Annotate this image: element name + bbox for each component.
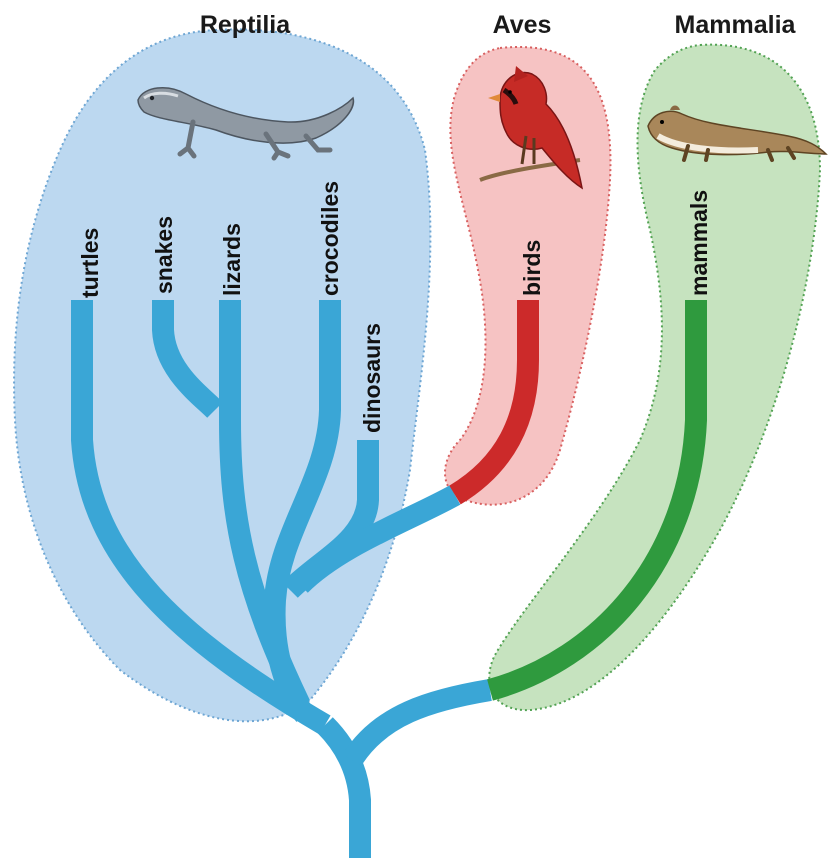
- reptilia-title: Reptilia: [200, 11, 291, 39]
- taxon-label-lizards: lizards: [219, 223, 245, 296]
- taxon-label-birds: birds: [519, 240, 545, 296]
- mammalia-title: Mammalia: [675, 11, 797, 39]
- taxon-label-crocodiles: crocodiles: [317, 181, 343, 296]
- mammal-stem-branch: [352, 690, 490, 760]
- taxon-label-dinosaurs: dinosaurs: [359, 323, 385, 433]
- aves-title: Aves: [493, 11, 552, 39]
- taxon-label-turtles: turtles: [77, 228, 103, 298]
- taxon-label-snakes: snakes: [151, 216, 177, 294]
- taxon-label-mammals: mammals: [686, 190, 712, 296]
